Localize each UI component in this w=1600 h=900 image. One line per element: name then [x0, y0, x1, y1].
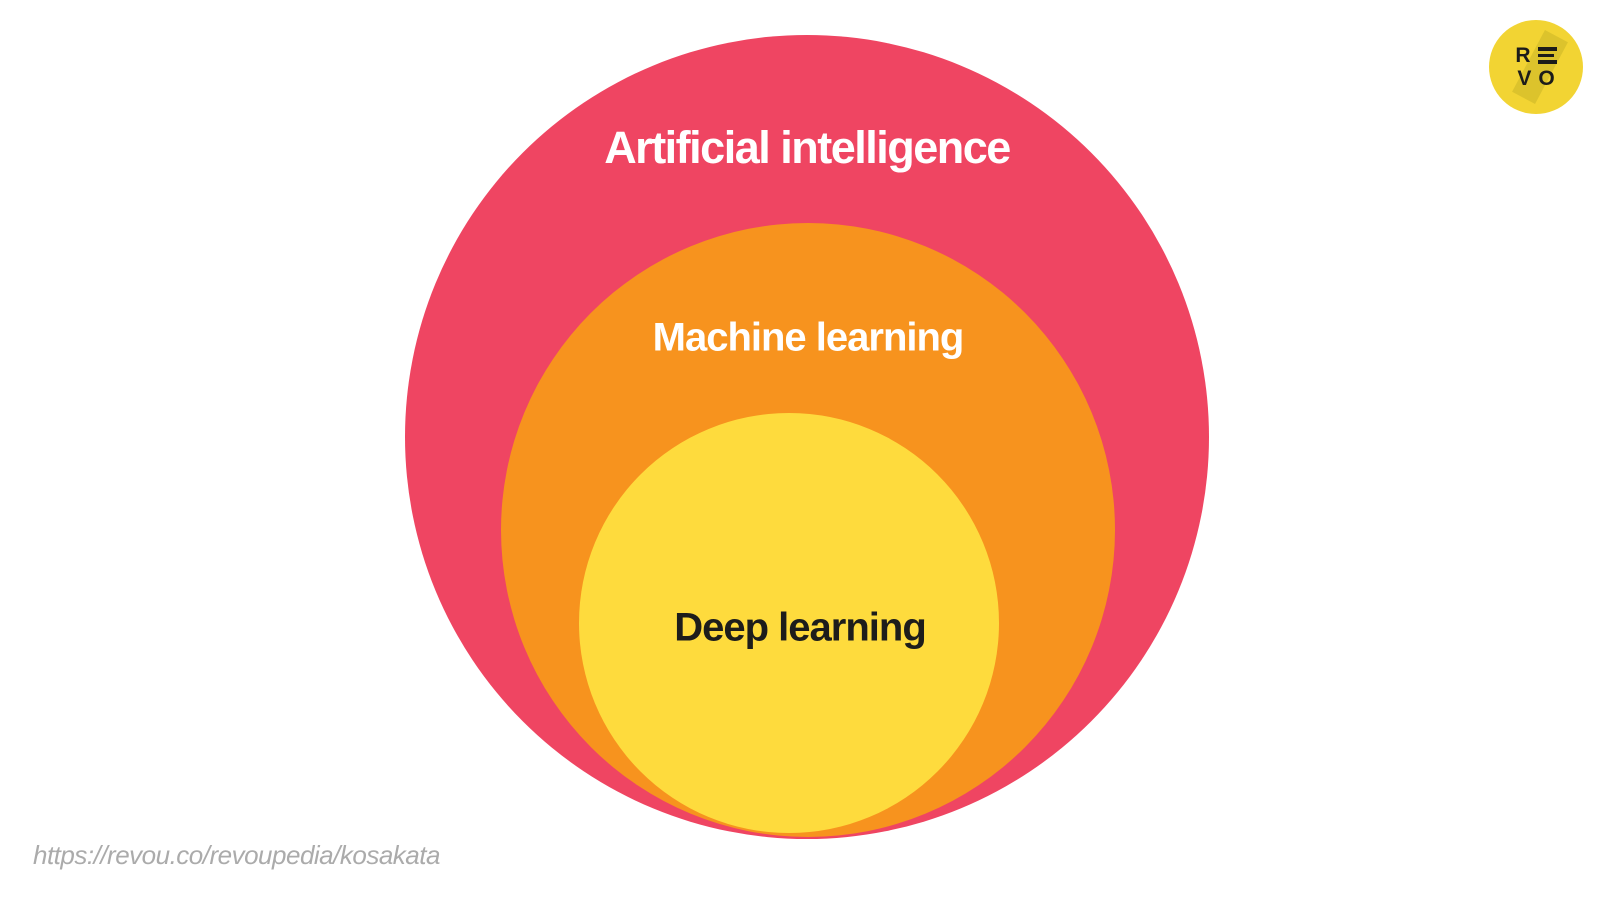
logo-letter-v: V: [1517, 66, 1532, 90]
revou-logo: R V O: [1489, 20, 1583, 114]
logo-row-bottom: V O: [1517, 66, 1555, 90]
logo-letter-o: O: [1538, 66, 1555, 90]
source-url-text: https://revou.co/revoupedia/kosakata: [33, 840, 440, 870]
logo-letter-r: R: [1515, 43, 1531, 67]
revou-logo-letters: R V O: [1489, 20, 1583, 114]
logo-letter-e-bars-icon: [1537, 47, 1557, 65]
label-machine-learning: Machine learning: [652, 315, 965, 360]
label-artificial-intelligence: Artificial intelligence: [604, 122, 1011, 173]
circle-deep-learning: [579, 413, 999, 833]
label-deep-learning: Deep learning: [674, 605, 927, 650]
logo-row-top: R: [1515, 43, 1557, 67]
